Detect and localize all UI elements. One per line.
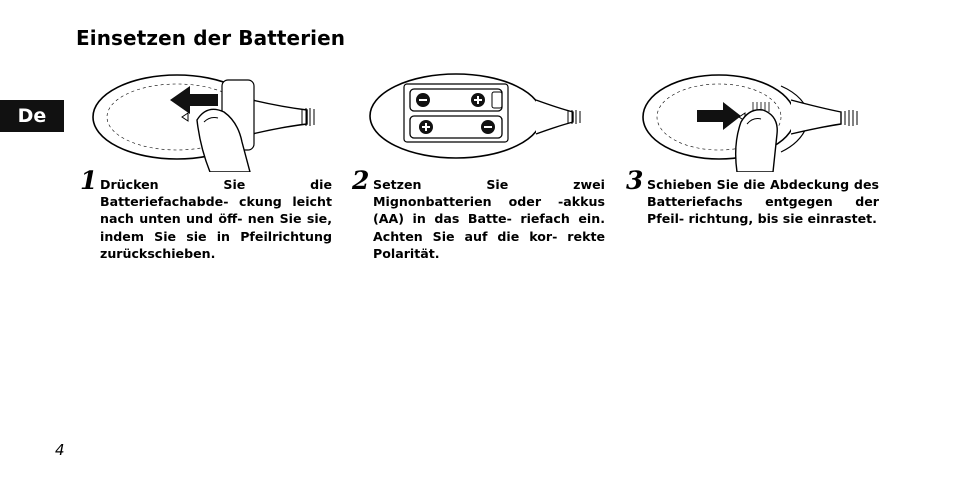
page-number: 4 [55,441,65,459]
remote-open-cover-illustration [92,74,315,172]
step-number-1: 1 [80,166,98,195]
step-text-1: Drücken Sie die Batteriefachabde- ckung … [100,177,332,261]
step-number-2: 2 [352,166,370,195]
page-title: Einsetzen der Batterien [76,26,346,50]
step-text-3: Schieben Sie die Abdeckung des Batterief… [647,177,879,227]
step-number-3: 3 [626,166,644,195]
language-tab: De [0,100,64,132]
remote-insert-batteries-illustration [369,73,581,159]
step-text-2: Setzen Sie zwei Mignonbatterien oder -ak… [373,177,605,261]
remote-close-cover-illustration [642,74,858,172]
